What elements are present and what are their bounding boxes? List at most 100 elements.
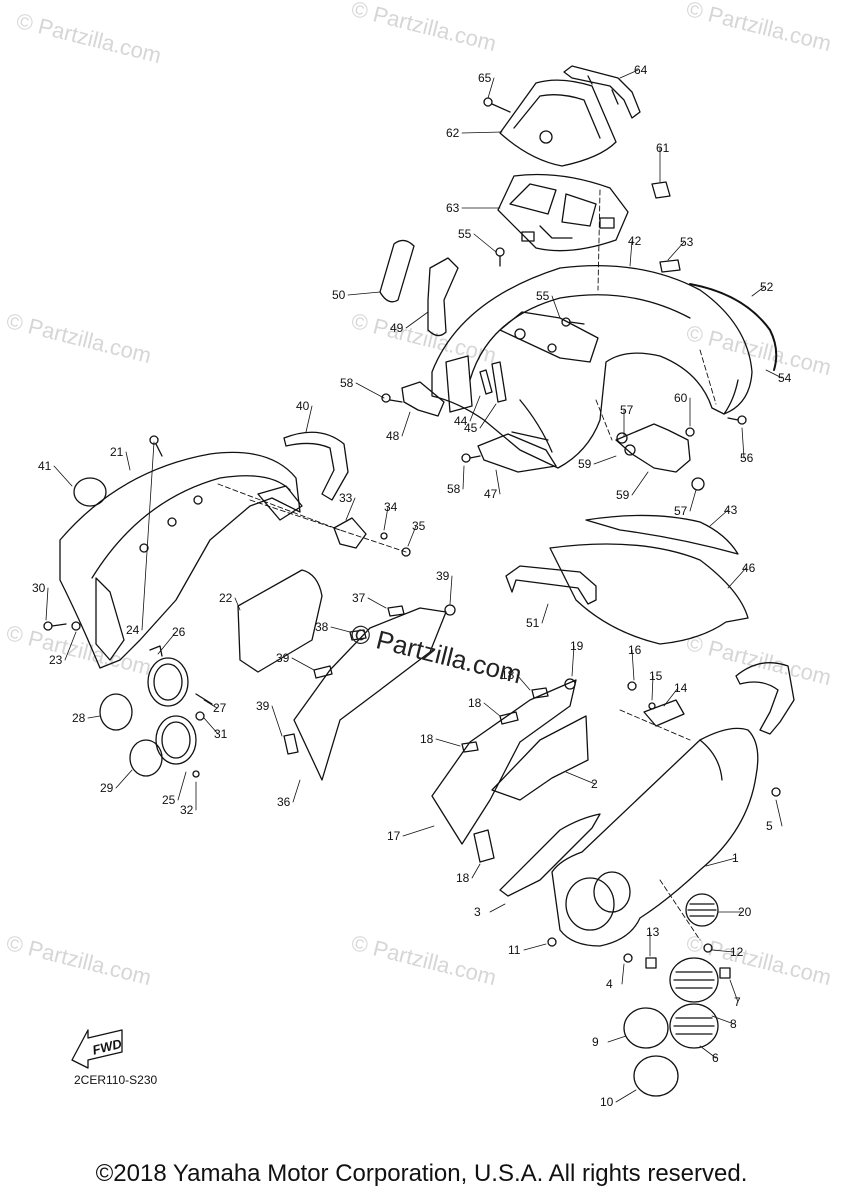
- callout-number: 28: [72, 711, 86, 725]
- callout-leader: [631, 649, 635, 681]
- callout-52: 52: [751, 280, 774, 297]
- callout-number: 37: [352, 591, 366, 605]
- callout-number: 60: [674, 391, 688, 405]
- callout-18: 18: [501, 668, 531, 691]
- part-48-side-panel: [549, 543, 749, 645]
- callout-number: 7: [734, 995, 741, 1009]
- callout-number: 50: [332, 288, 346, 302]
- callout-number: 63: [446, 201, 460, 215]
- part-22-vent: [685, 893, 719, 927]
- callout-48: 48: [386, 411, 411, 443]
- callout-47: 47: [484, 469, 501, 501]
- callout-number: 25: [162, 793, 176, 807]
- callout-number: 54: [778, 371, 792, 385]
- part-2-inner-panel: [491, 715, 589, 801]
- callout-leader: [462, 465, 465, 490]
- callout-64: 64: [619, 63, 648, 79]
- callout-leader: [203, 717, 219, 735]
- callout-27: 27: [203, 699, 227, 715]
- callout-number: 15: [649, 669, 663, 683]
- callout-44: 44: [454, 395, 481, 428]
- callout-60: 60: [674, 391, 691, 427]
- callout-6: 6: [699, 1045, 719, 1065]
- callout-number: 48: [386, 429, 400, 443]
- callout-7: 7: [729, 979, 741, 1009]
- callout-leader: [355, 382, 385, 399]
- callout-leader: [401, 411, 411, 437]
- part-66-bracket: [563, 65, 641, 119]
- callout-leader: [157, 631, 177, 655]
- callout-number: 55: [536, 289, 550, 303]
- callout-leader: [619, 69, 639, 79]
- callout-3: 3: [474, 903, 506, 919]
- callout-leader: [516, 674, 531, 691]
- callout-number: 39: [436, 569, 450, 583]
- callout-leader: [699, 1045, 717, 1059]
- callout-20: 20: [717, 905, 752, 919]
- part-50-bracket: [401, 381, 445, 417]
- callout-leader: [347, 291, 381, 296]
- callout-32: 32: [180, 781, 197, 817]
- callout-16: 16: [628, 643, 642, 681]
- callout-leader: [741, 427, 745, 459]
- callout-leader: [345, 497, 356, 521]
- callout-2: 2: [565, 771, 598, 791]
- callout-leader: [607, 1035, 627, 1043]
- part-7-12-13-small: [645, 943, 731, 979]
- callout-56: 56: [740, 427, 754, 465]
- part-44-tank-cover: [431, 264, 753, 469]
- callout-39: 39: [436, 569, 453, 605]
- callout-leader: [711, 949, 735, 953]
- callout-38: 38: [315, 620, 351, 634]
- leader-lines: [217, 189, 717, 941]
- callout-number: 64: [634, 63, 648, 77]
- part-41-grommet: [444, 604, 456, 616]
- callout-43: 43: [709, 503, 738, 527]
- callout-number: 41: [38, 459, 52, 473]
- part-63-pad: [651, 181, 671, 199]
- part-60-61-bracket: [615, 423, 705, 491]
- part-52-strip: [379, 239, 415, 303]
- callout-12: 12: [711, 945, 744, 959]
- callout-4: 4: [606, 963, 625, 991]
- callout-number: 31: [214, 727, 228, 741]
- part-64-top-cover: [499, 79, 617, 167]
- callout-leader: [523, 943, 547, 951]
- callout-leader: [383, 506, 389, 531]
- callout-leader: [292, 779, 301, 803]
- callout-leader: [495, 469, 501, 495]
- callout-leader: [45, 587, 49, 621]
- callout-leader: [203, 699, 218, 709]
- callout-55: 55: [536, 289, 561, 319]
- callout-leader: [487, 77, 495, 99]
- callout-leader: [615, 1089, 637, 1103]
- callout-29: 29: [100, 769, 133, 795]
- callout-number: 9: [592, 1035, 599, 1049]
- callout-number: 8: [730, 1017, 737, 1031]
- callout-number: 56: [740, 451, 754, 465]
- callout-11: 11: [508, 943, 547, 957]
- callout-leader: [689, 489, 697, 512]
- callout-number: 22: [219, 591, 233, 605]
- callout-24: 24: [126, 441, 155, 637]
- callout-leader: [291, 657, 315, 671]
- callout-leader: [621, 963, 625, 985]
- callout-leader: [711, 1015, 735, 1025]
- callout-39: 39: [256, 699, 283, 737]
- callout-15: 15: [649, 669, 663, 701]
- part-51-strip: [427, 257, 459, 337]
- callout-33: 33: [339, 491, 356, 521]
- callout-leader: [705, 857, 737, 867]
- callout-number: 5: [766, 819, 773, 833]
- part-49-cover: [477, 433, 557, 473]
- callout-number: 32: [180, 803, 194, 817]
- callout-number: 17: [387, 829, 401, 843]
- callout-number: 26: [172, 625, 186, 639]
- part-9-10-lens: [623, 1007, 679, 1097]
- callout-30: 30: [32, 581, 49, 621]
- callout-number: 52: [760, 280, 774, 294]
- callout-number: 35: [412, 519, 426, 533]
- callout-leader: [471, 863, 481, 879]
